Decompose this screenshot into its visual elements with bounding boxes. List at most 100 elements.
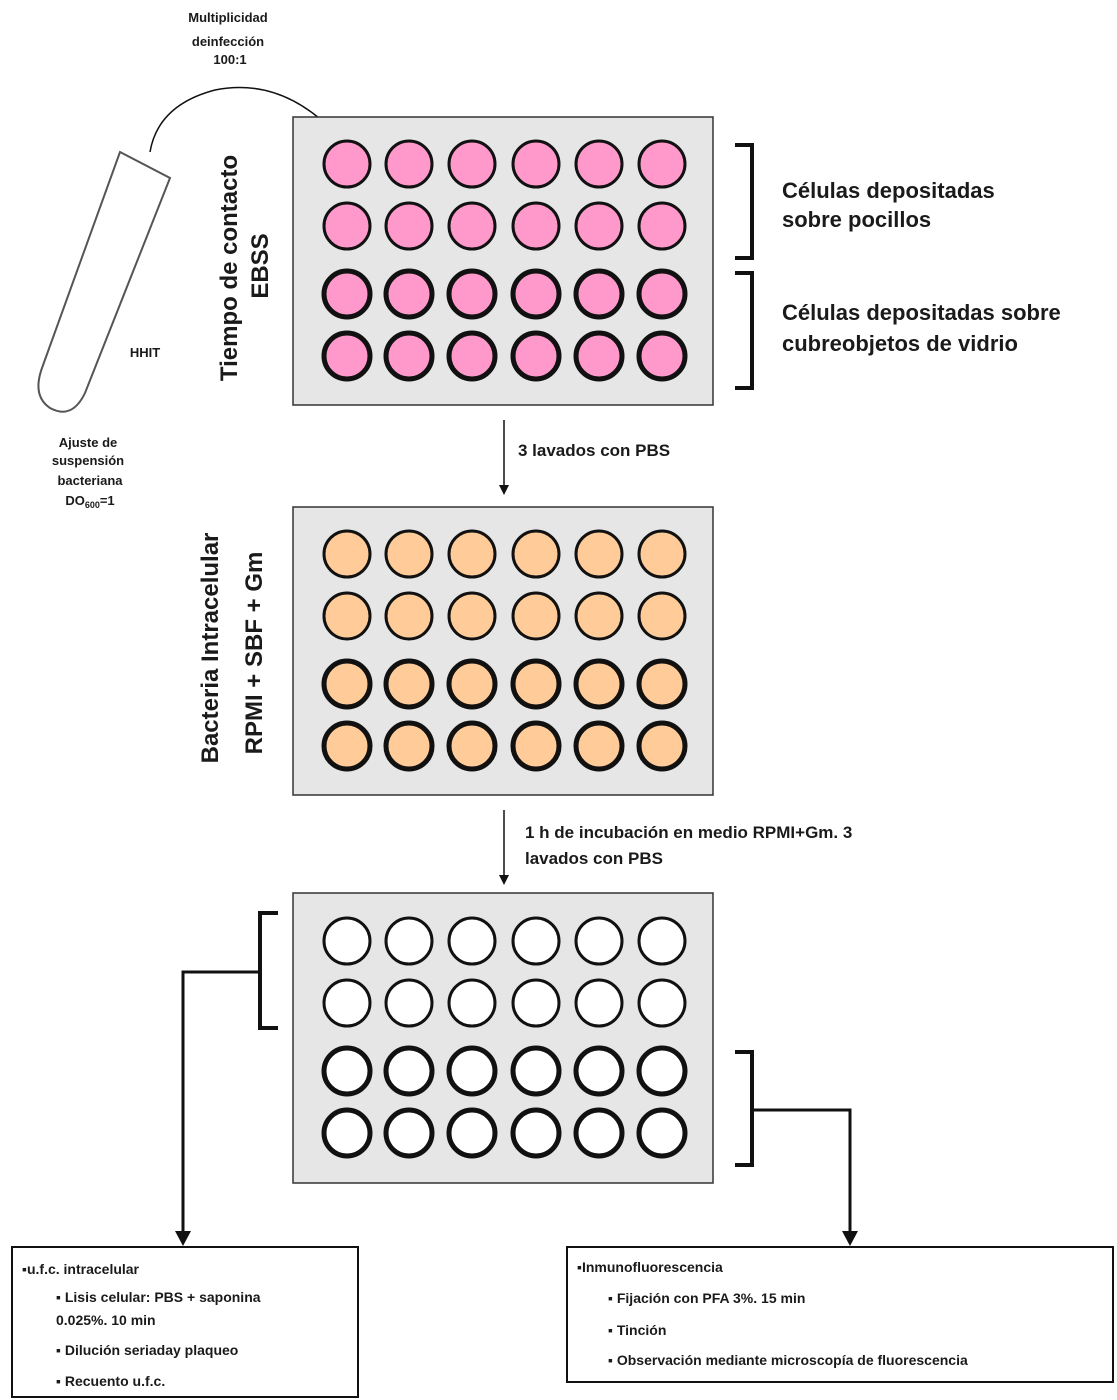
test-tube-body bbox=[37, 150, 172, 413]
plate-3-well-r4-c5 bbox=[573, 1107, 625, 1159]
tube-label: HHIT bbox=[130, 345, 160, 360]
plate-2-well-r1-c3 bbox=[447, 529, 497, 579]
plate-2-medium-label: RPMI + SBF + Gm bbox=[241, 552, 268, 755]
plate-2-well-r3-c5 bbox=[573, 658, 625, 710]
plate-1-medium-label: EBSS bbox=[247, 233, 274, 298]
plate-2-well-r4-c3 bbox=[446, 720, 498, 772]
moi-label-2: deinfección bbox=[192, 34, 264, 49]
plate-1-well-r4-c6 bbox=[636, 330, 688, 382]
plate-3-well-r3-c5 bbox=[573, 1045, 625, 1097]
plate-1-well-r1-c5 bbox=[574, 139, 624, 189]
connector-left-head bbox=[175, 1231, 191, 1246]
plate-3-well-r3-c3 bbox=[446, 1045, 498, 1097]
plate-3-well-r1-c5 bbox=[574, 916, 624, 966]
plate-3-well-r2-c1 bbox=[322, 978, 372, 1028]
plate-1-well-r1-c6 bbox=[637, 139, 687, 189]
plate-2-well-r2-c2 bbox=[384, 591, 434, 641]
od-label: DO600=1 bbox=[65, 493, 114, 510]
cfu-item-1: ▪ Lisis celular: PBS + saponina bbox=[56, 1289, 261, 1305]
plate-1-well-r2-c6 bbox=[637, 201, 687, 251]
plate-3-well-r1-c3 bbox=[447, 916, 497, 966]
bracket-left bbox=[258, 911, 278, 1030]
cfu-item-3: ▪ Recuento u.f.c. bbox=[56, 1373, 165, 1389]
plate-2-well-r2-c6 bbox=[637, 591, 687, 641]
plate-2-well-r1-c2 bbox=[384, 529, 434, 579]
plate-1-well-r2-c3 bbox=[447, 201, 497, 251]
immuno-item-1: ▪ Fijación con PFA 3%. 15 min bbox=[608, 1290, 805, 1306]
immuno-item-2: ▪ Tinción bbox=[608, 1322, 666, 1338]
plate-3-well-r3-c4 bbox=[510, 1045, 562, 1097]
plate-2-well-r2-c3 bbox=[447, 591, 497, 641]
plate-1-well-r1-c2 bbox=[384, 139, 434, 189]
cfu-item-1-cont: 0.025%. 10 min bbox=[56, 1312, 156, 1328]
wells-cells-label-2: sobre pocillos bbox=[782, 207, 931, 232]
plate-2-well-r2-c4 bbox=[511, 591, 561, 641]
plate-3-well-r1-c1 bbox=[322, 916, 372, 966]
plate-3-well-r3-c2 bbox=[383, 1045, 435, 1097]
plate-2-well-r1-c6 bbox=[637, 529, 687, 579]
plate-2-side-label: Bacteria Intracelular bbox=[197, 533, 224, 764]
plate-1-well-r1-c3 bbox=[447, 139, 497, 189]
plate-2-well-r3-c1 bbox=[321, 658, 373, 710]
plate-3-well-r4-c2 bbox=[383, 1107, 435, 1159]
plate-1-well-r4-c1 bbox=[321, 330, 373, 382]
plate-2-well-r4-c2 bbox=[383, 720, 435, 772]
plate-1-well-r3-c2 bbox=[383, 268, 435, 320]
plate-3-well-r4-c1 bbox=[321, 1107, 373, 1159]
plate-1-well-r3-c6 bbox=[636, 268, 688, 320]
plate-2-well-r3-c3 bbox=[446, 658, 498, 710]
coverslip-cells-label-2: cubreobjetos de vidrio bbox=[782, 331, 1018, 356]
plate-1-well-r3-c5 bbox=[573, 268, 625, 320]
wells-cells-label-1: Células depositadas bbox=[782, 178, 995, 203]
plate-3-well-r4-c6 bbox=[636, 1107, 688, 1159]
connector-right bbox=[752, 1108, 852, 1233]
cfu-box-title: ▪u.f.c. intracelular bbox=[22, 1261, 140, 1277]
plate-3-wells bbox=[321, 916, 688, 1159]
plate-2-well-r4-c6 bbox=[636, 720, 688, 772]
plate-3-well-r3-c1 bbox=[321, 1045, 373, 1097]
plate-3-well-r2-c3 bbox=[447, 978, 497, 1028]
bracket-top-right bbox=[735, 143, 754, 260]
plate-1-well-r1-c4 bbox=[511, 139, 561, 189]
plate-1-side-label: Tiempo de contacto bbox=[216, 155, 243, 381]
moi-label-3: 100:1 bbox=[213, 52, 246, 67]
step-2-label-1: 1 h de incubación en medio RPMI+Gm. 3 bbox=[525, 823, 852, 842]
coverslip-cells-label-1: Células depositadas sobre bbox=[782, 300, 1061, 325]
plate-1-wells bbox=[321, 139, 688, 382]
plate-3-well-r1-c2 bbox=[384, 916, 434, 966]
test-tube bbox=[37, 150, 172, 413]
plate-2-well-r1-c1 bbox=[322, 529, 372, 579]
plate-1-well-r2-c5 bbox=[574, 201, 624, 251]
plate-1-well-r4-c4 bbox=[510, 330, 562, 382]
plate-1-well-r1-c1 bbox=[322, 139, 372, 189]
connector-right-head bbox=[842, 1231, 858, 1246]
connector-left bbox=[181, 970, 260, 1233]
adjust-label-1: Ajuste de bbox=[59, 435, 118, 450]
immuno-box bbox=[566, 1246, 1114, 1383]
plate-2-well-r4-c4 bbox=[510, 720, 562, 772]
plate-2-well-r3-c6 bbox=[636, 658, 688, 710]
plate-3-well-r3-c6 bbox=[636, 1045, 688, 1097]
immuno-item-3: ▪ Observación mediante microscopía de fl… bbox=[608, 1352, 968, 1368]
cfu-item-2: ▪ Dilución seriaday plaqueo bbox=[56, 1342, 238, 1358]
plate-3-well-r2-c4 bbox=[511, 978, 561, 1028]
plate-3-well-r2-c6 bbox=[637, 978, 687, 1028]
plate-3-well-r2-c2 bbox=[384, 978, 434, 1028]
plate-2-well-r2-c5 bbox=[574, 591, 624, 641]
plate-1-well-r2-c1 bbox=[322, 201, 372, 251]
plate-3-well-r2-c5 bbox=[574, 978, 624, 1028]
bracket-right bbox=[735, 1050, 754, 1167]
moi-label-1: Multiplicidad bbox=[188, 10, 268, 25]
plate-1-well-r3-c1 bbox=[321, 268, 373, 320]
cfu-box bbox=[11, 1246, 359, 1398]
adjust-label-3: bacteriana bbox=[57, 473, 123, 488]
step-1-label: 3 lavados con PBS bbox=[518, 441, 670, 460]
plate-1-well-r2-c2 bbox=[384, 201, 434, 251]
plate-3-well-r1-c4 bbox=[511, 916, 561, 966]
plate-2-well-r3-c4 bbox=[510, 658, 562, 710]
adjust-label-2: suspensión bbox=[52, 453, 124, 468]
plate-2-well-r1-c4 bbox=[511, 529, 561, 579]
plate-2-well-r4-c5 bbox=[573, 720, 625, 772]
plate-2-wells bbox=[321, 529, 688, 772]
